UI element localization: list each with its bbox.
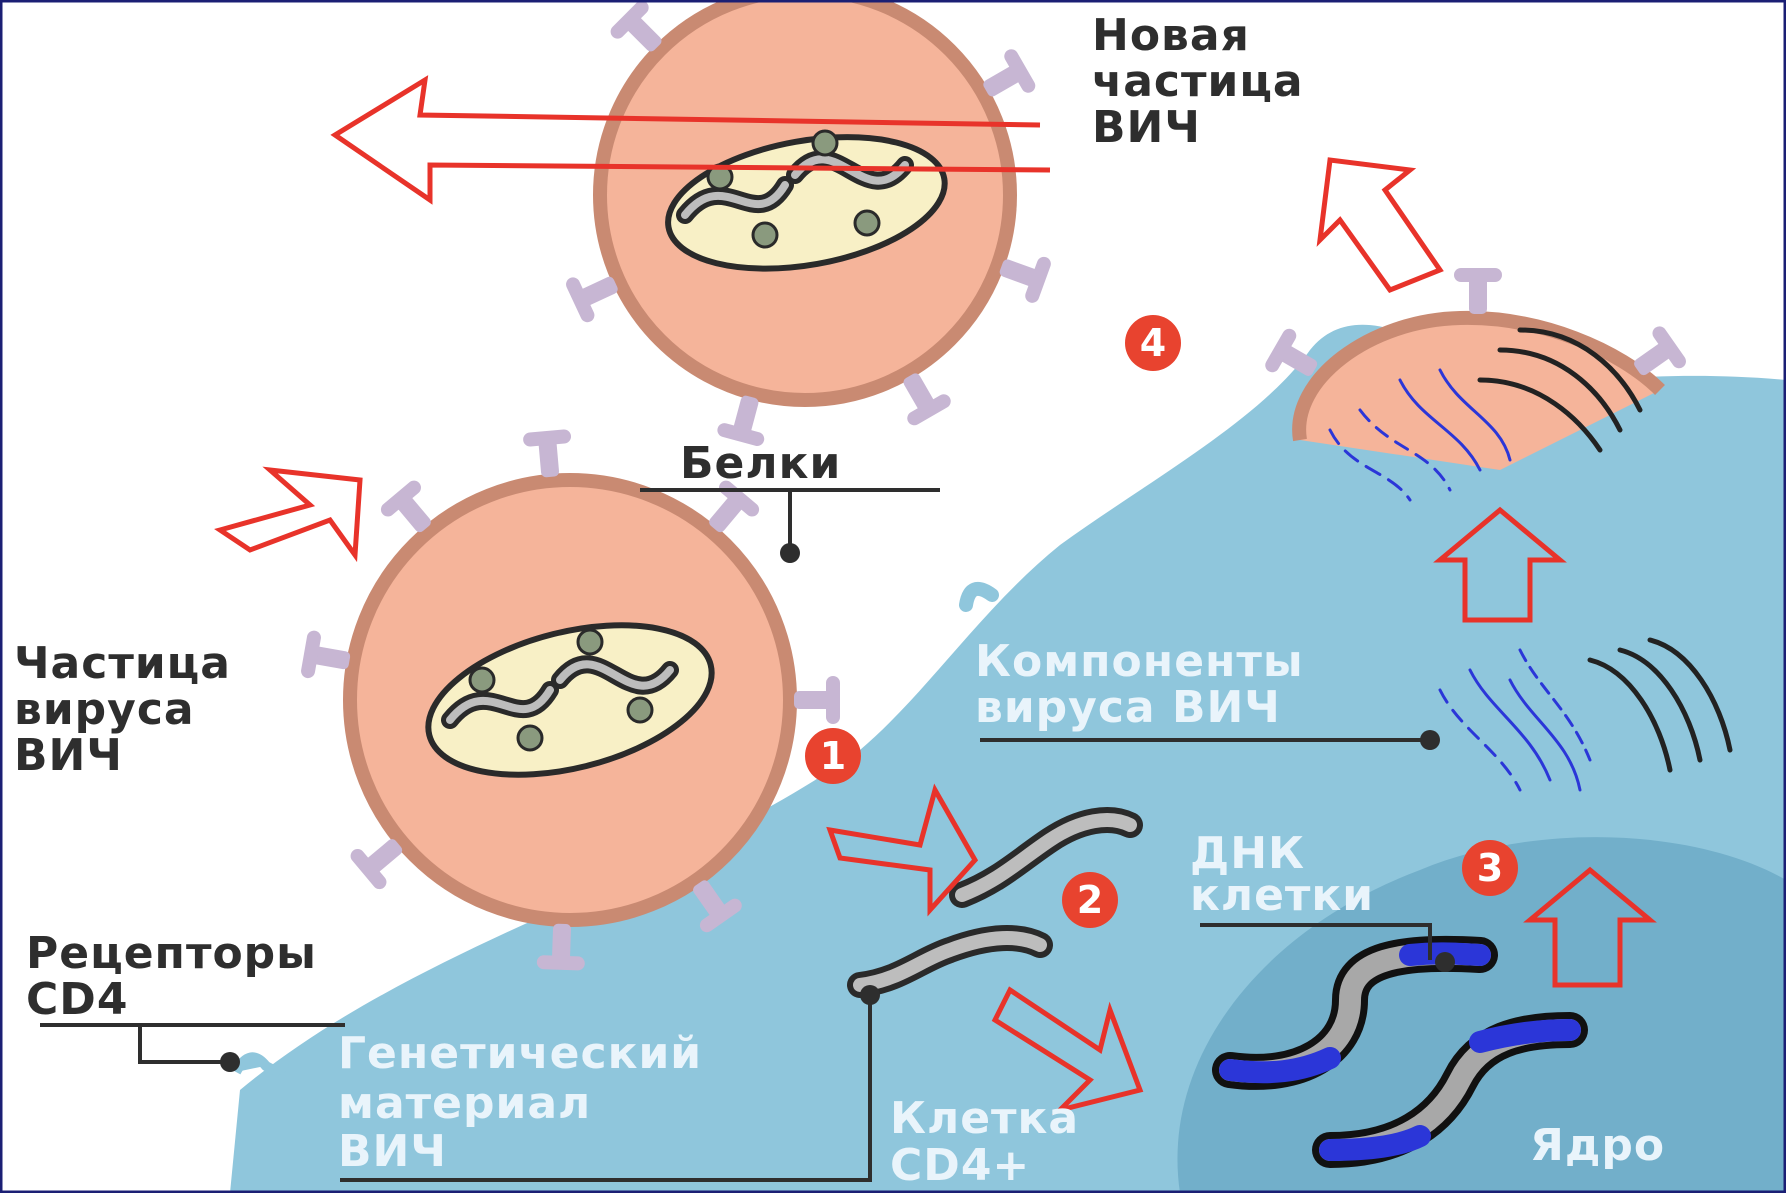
arrow-incoming bbox=[220, 470, 360, 555]
label-genetic-material-line-1: Генетический bbox=[338, 1030, 702, 1078]
label-genetic-material-line-2: материал bbox=[338, 1080, 591, 1128]
label-hiv-components-line-2: вируса ВИЧ bbox=[975, 684, 1281, 732]
step-badge-3: 3 bbox=[1462, 840, 1518, 896]
label-hiv-components-line-1: Компоненты bbox=[975, 638, 1304, 686]
label-new-particle-line-1: Новая bbox=[1092, 12, 1250, 60]
label-cd4-receptors-line-1: Рецепторы bbox=[26, 930, 317, 978]
label-cell-dna-line-2: клетки bbox=[1190, 872, 1374, 920]
label-genetic-material-line-3: ВИЧ bbox=[338, 1128, 447, 1176]
label-cd4-receptors-line-2: CD4 bbox=[26, 976, 128, 1024]
label-nucleus: Ядро bbox=[1530, 1122, 1665, 1170]
label-proteins: Белки bbox=[680, 440, 841, 488]
label-cd4-cell-line-1: Клетка bbox=[890, 1095, 1079, 1143]
cd4-receptor-bump bbox=[236, 1057, 284, 1072]
label-hiv-particle-line-3: ВИЧ bbox=[14, 732, 123, 780]
label-cd4-cell-line-2: CD4+ bbox=[890, 1142, 1030, 1190]
cd4-receptor-bump bbox=[966, 589, 992, 605]
step-badge-2: 2 bbox=[1062, 872, 1118, 928]
step-badge-4: 4 bbox=[1125, 315, 1181, 371]
arrow-budding-up bbox=[1320, 160, 1440, 290]
label-hiv-particle-line-1: Частица bbox=[14, 640, 231, 688]
label-new-particle-line-3: ВИЧ bbox=[1092, 104, 1201, 152]
label-hiv-particle-line-2: вируса bbox=[14, 686, 195, 734]
label-new-particle-line-2: частица bbox=[1092, 58, 1304, 106]
new-hiv-particle bbox=[564, 0, 1053, 448]
step-badge-1: 1 bbox=[805, 728, 861, 784]
